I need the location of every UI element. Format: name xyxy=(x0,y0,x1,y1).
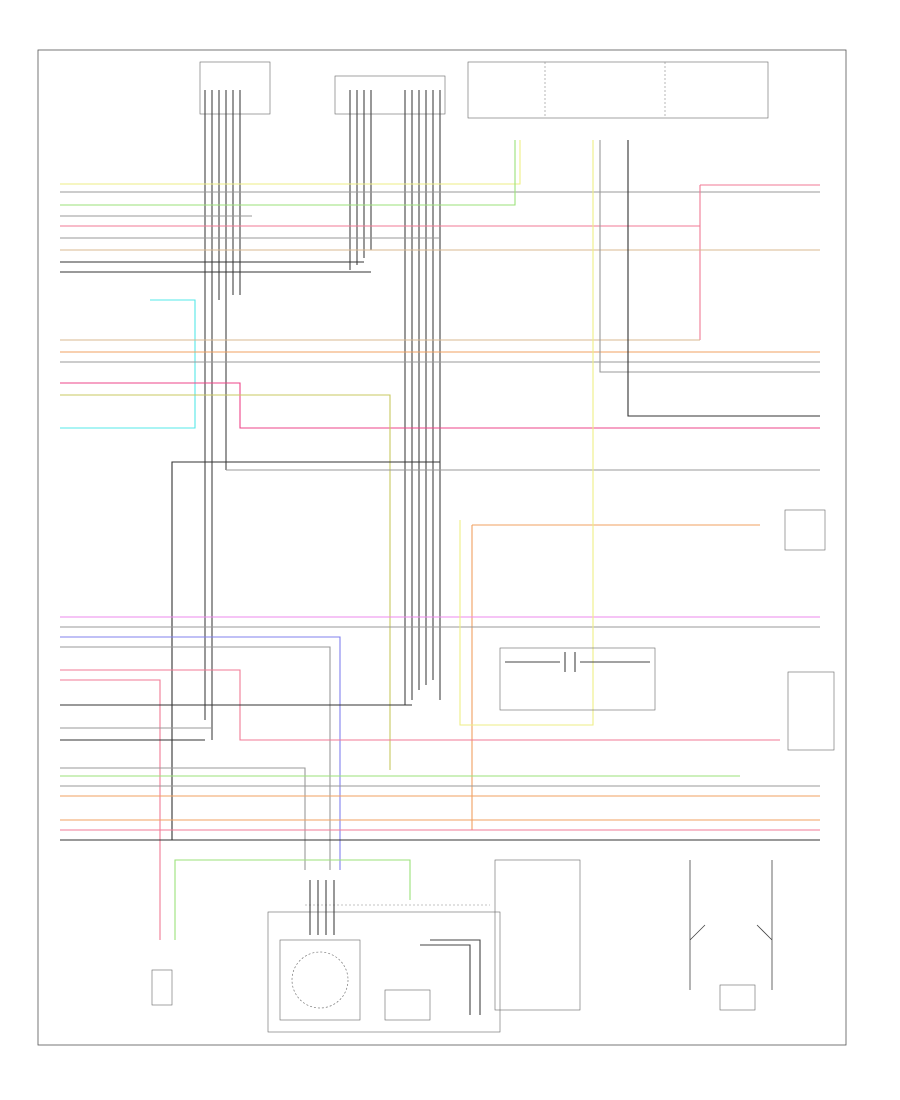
wire-yellow-top xyxy=(60,140,521,185)
wire-red-4 xyxy=(60,679,161,940)
right-module-box xyxy=(787,671,835,751)
fuse-relay-box xyxy=(467,61,769,119)
wire-blue xyxy=(60,636,341,870)
vertical-bundle-left xyxy=(204,90,241,740)
resistor-component xyxy=(505,652,650,672)
connector-block-left xyxy=(199,61,271,115)
main-module-box xyxy=(267,911,501,1033)
top-connector-group xyxy=(199,61,769,119)
connector-block-center xyxy=(334,75,446,115)
ignition-coil-box xyxy=(384,989,431,1021)
diagram-frame xyxy=(37,49,847,1046)
wire-gray-5 xyxy=(599,140,820,373)
distributor-body xyxy=(279,939,361,1021)
wire-green-top xyxy=(60,140,516,206)
wire-black-3 xyxy=(171,461,440,840)
right-components xyxy=(499,509,835,1011)
ground-component xyxy=(494,859,581,1011)
wire-yellow-long xyxy=(459,140,594,726)
wire-pink-1 xyxy=(60,382,820,429)
wire-gray-10 xyxy=(60,767,306,870)
wire-green-3 xyxy=(174,859,411,940)
switch-left xyxy=(689,860,773,990)
vertical-bundle-center xyxy=(349,90,441,705)
wire-black-right xyxy=(627,140,820,417)
relay-switch-box xyxy=(784,509,826,551)
distributor-cap xyxy=(291,951,349,1009)
wire-olive-1 xyxy=(60,394,391,770)
bottom-components xyxy=(151,859,581,1033)
coil-wires xyxy=(309,880,481,1015)
sensor-box-left xyxy=(151,969,173,1006)
horizontal-wires xyxy=(60,140,820,940)
switch-block xyxy=(719,984,756,1011)
wire-cyan xyxy=(60,299,196,429)
resistor-box xyxy=(499,647,656,711)
